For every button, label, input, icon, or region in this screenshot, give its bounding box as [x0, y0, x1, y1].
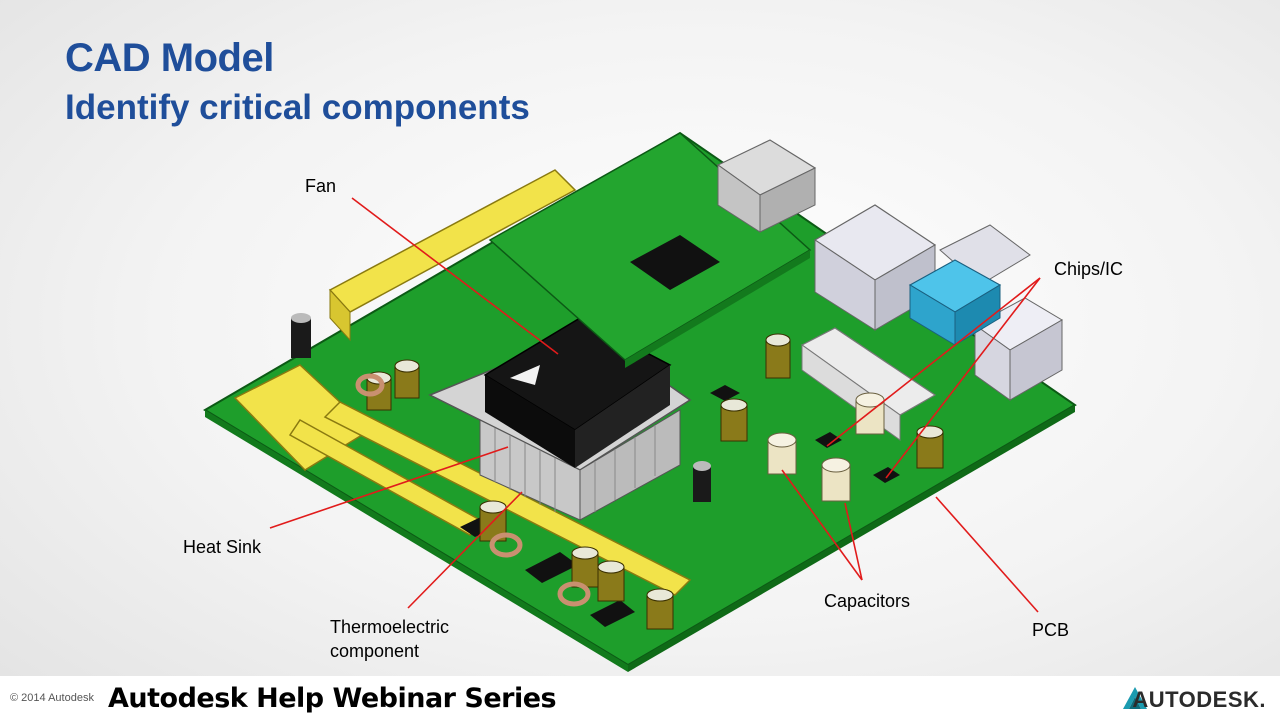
autodesk-wordmark: AUTODESK.	[1132, 687, 1266, 712]
copyright-text: © 2014 Autodesk	[10, 692, 94, 704]
daughter-chip	[630, 235, 720, 290]
leader-chips-1	[826, 277, 1041, 447]
footer-bar: © 2014 Autodesk Autodesk Help Webinar Se…	[0, 676, 1280, 720]
leader-capacitors-1	[781, 469, 863, 581]
callout-capacitors: Capacitors	[824, 591, 911, 611]
autodesk-logo-icon	[1123, 687, 1147, 709]
chip-ic	[815, 432, 842, 448]
callout-heat-sink: Heat Sink	[183, 537, 262, 557]
slide-title: CAD Model	[65, 36, 274, 80]
leader-heat-sink	[269, 446, 509, 529]
leader-fan	[351, 197, 559, 355]
callout-thermo-line1: Thermoelectric	[330, 617, 450, 637]
callout-pcb: PCB	[1032, 620, 1070, 640]
leader-pcb	[935, 496, 1039, 613]
pcie-slot	[323, 401, 692, 596]
motherboard-illustration	[203, 131, 1077, 672]
chip-ic	[873, 467, 900, 483]
callout-chips: Chips/IC	[1054, 259, 1124, 279]
leader-capacitors-2	[844, 502, 863, 581]
leader-chips-2	[885, 277, 1041, 479]
leader-thermo	[407, 491, 523, 609]
slide-subtitle: Identify critical components	[65, 88, 530, 127]
callout-thermoelectric: Thermoelectric component	[330, 615, 449, 663]
callout-fan: Fan	[305, 176, 337, 196]
capacitors-cream	[767, 392, 885, 502]
callout-thermo-line2: component	[330, 641, 420, 661]
webinar-series-title: Autodesk Help Webinar Series	[108, 683, 557, 714]
